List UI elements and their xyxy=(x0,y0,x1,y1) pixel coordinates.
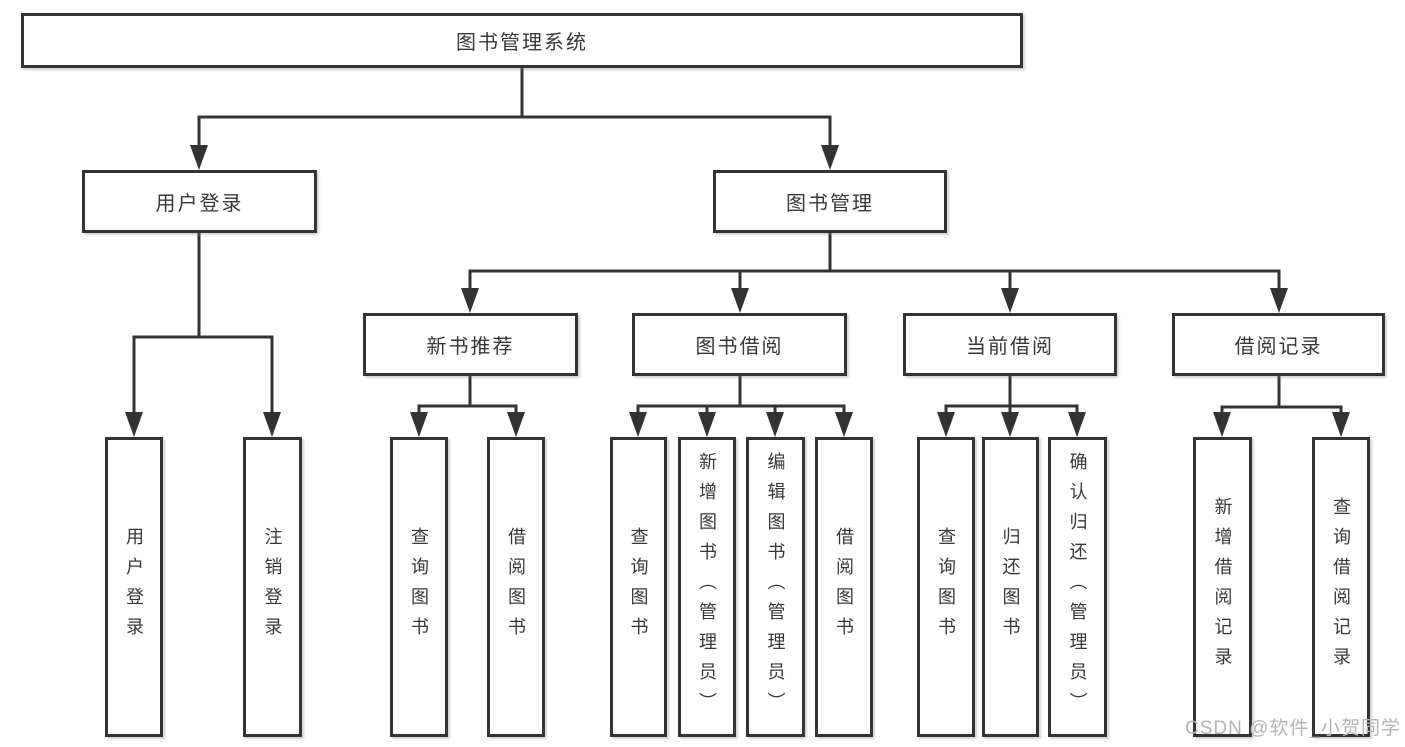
node-label: 图书借阅 xyxy=(695,336,784,358)
leaf-nb-borrow-book: 借阅图书 xyxy=(487,437,545,737)
node-label: 新增借阅记录 xyxy=(1212,497,1233,677)
leaf-nb-query-book: 查询图书 xyxy=(390,437,448,737)
leaf-logout: 注销登录 xyxy=(243,437,302,737)
leaf-bb-query-book: 查询图书 xyxy=(610,437,667,737)
node-label: 查询图书 xyxy=(409,527,429,647)
node-label: 确认归还（管理员） xyxy=(1067,452,1088,722)
node-label: 新增图书（管理员） xyxy=(697,452,717,722)
leaf-bb-edit-book-admin: 编辑图书（管理员） xyxy=(746,437,805,737)
leaf-br-add-record: 新增借阅记录 xyxy=(1193,437,1252,737)
node-label: 查询图书 xyxy=(628,527,649,647)
node-label: 当前借阅 xyxy=(966,336,1054,358)
node-book-management: 图书管理 xyxy=(713,170,947,233)
node-new-book-recommend: 新书推荐 xyxy=(363,313,578,376)
node-current-borrow: 当前借阅 xyxy=(903,313,1117,376)
node-user-login: 用户登录 xyxy=(82,170,317,233)
node-label: 借阅图书 xyxy=(506,527,526,647)
node-label: 图书管理系统 xyxy=(456,32,588,54)
leaf-cb-return-book: 归还图书 xyxy=(982,437,1039,737)
node-root: 图书管理系统 xyxy=(21,13,1023,68)
leaf-user-login: 用户登录 xyxy=(105,437,163,737)
node-label: 注销登录 xyxy=(262,527,283,647)
node-label: 归还图书 xyxy=(1000,527,1021,647)
node-label: 用户登录 xyxy=(155,193,244,215)
leaf-cb-query-book: 查询图书 xyxy=(917,437,975,737)
node-label: 编辑图书（管理员） xyxy=(765,452,786,722)
node-label: 查询借阅记录 xyxy=(1331,497,1351,677)
leaf-cb-confirm-return-admin: 确认归还（管理员） xyxy=(1048,437,1107,737)
node-label: 借阅图书 xyxy=(834,527,854,647)
leaf-bb-borrow-book: 借阅图书 xyxy=(815,437,873,737)
node-label: 借阅记录 xyxy=(1234,336,1323,358)
leaf-br-query-record: 查询借阅记录 xyxy=(1312,437,1370,737)
watermark: CSDN @软件_小贺同学 xyxy=(1185,718,1401,739)
node-label: 新书推荐 xyxy=(426,336,515,358)
node-label: 图书管理 xyxy=(786,193,874,215)
node-label: 查询图书 xyxy=(936,527,956,647)
leaf-bb-add-book-admin: 新增图书（管理员） xyxy=(678,437,736,737)
node-book-borrow: 图书借阅 xyxy=(632,313,847,376)
node-label: 用户登录 xyxy=(124,527,144,647)
node-borrow-records: 借阅记录 xyxy=(1172,313,1385,376)
